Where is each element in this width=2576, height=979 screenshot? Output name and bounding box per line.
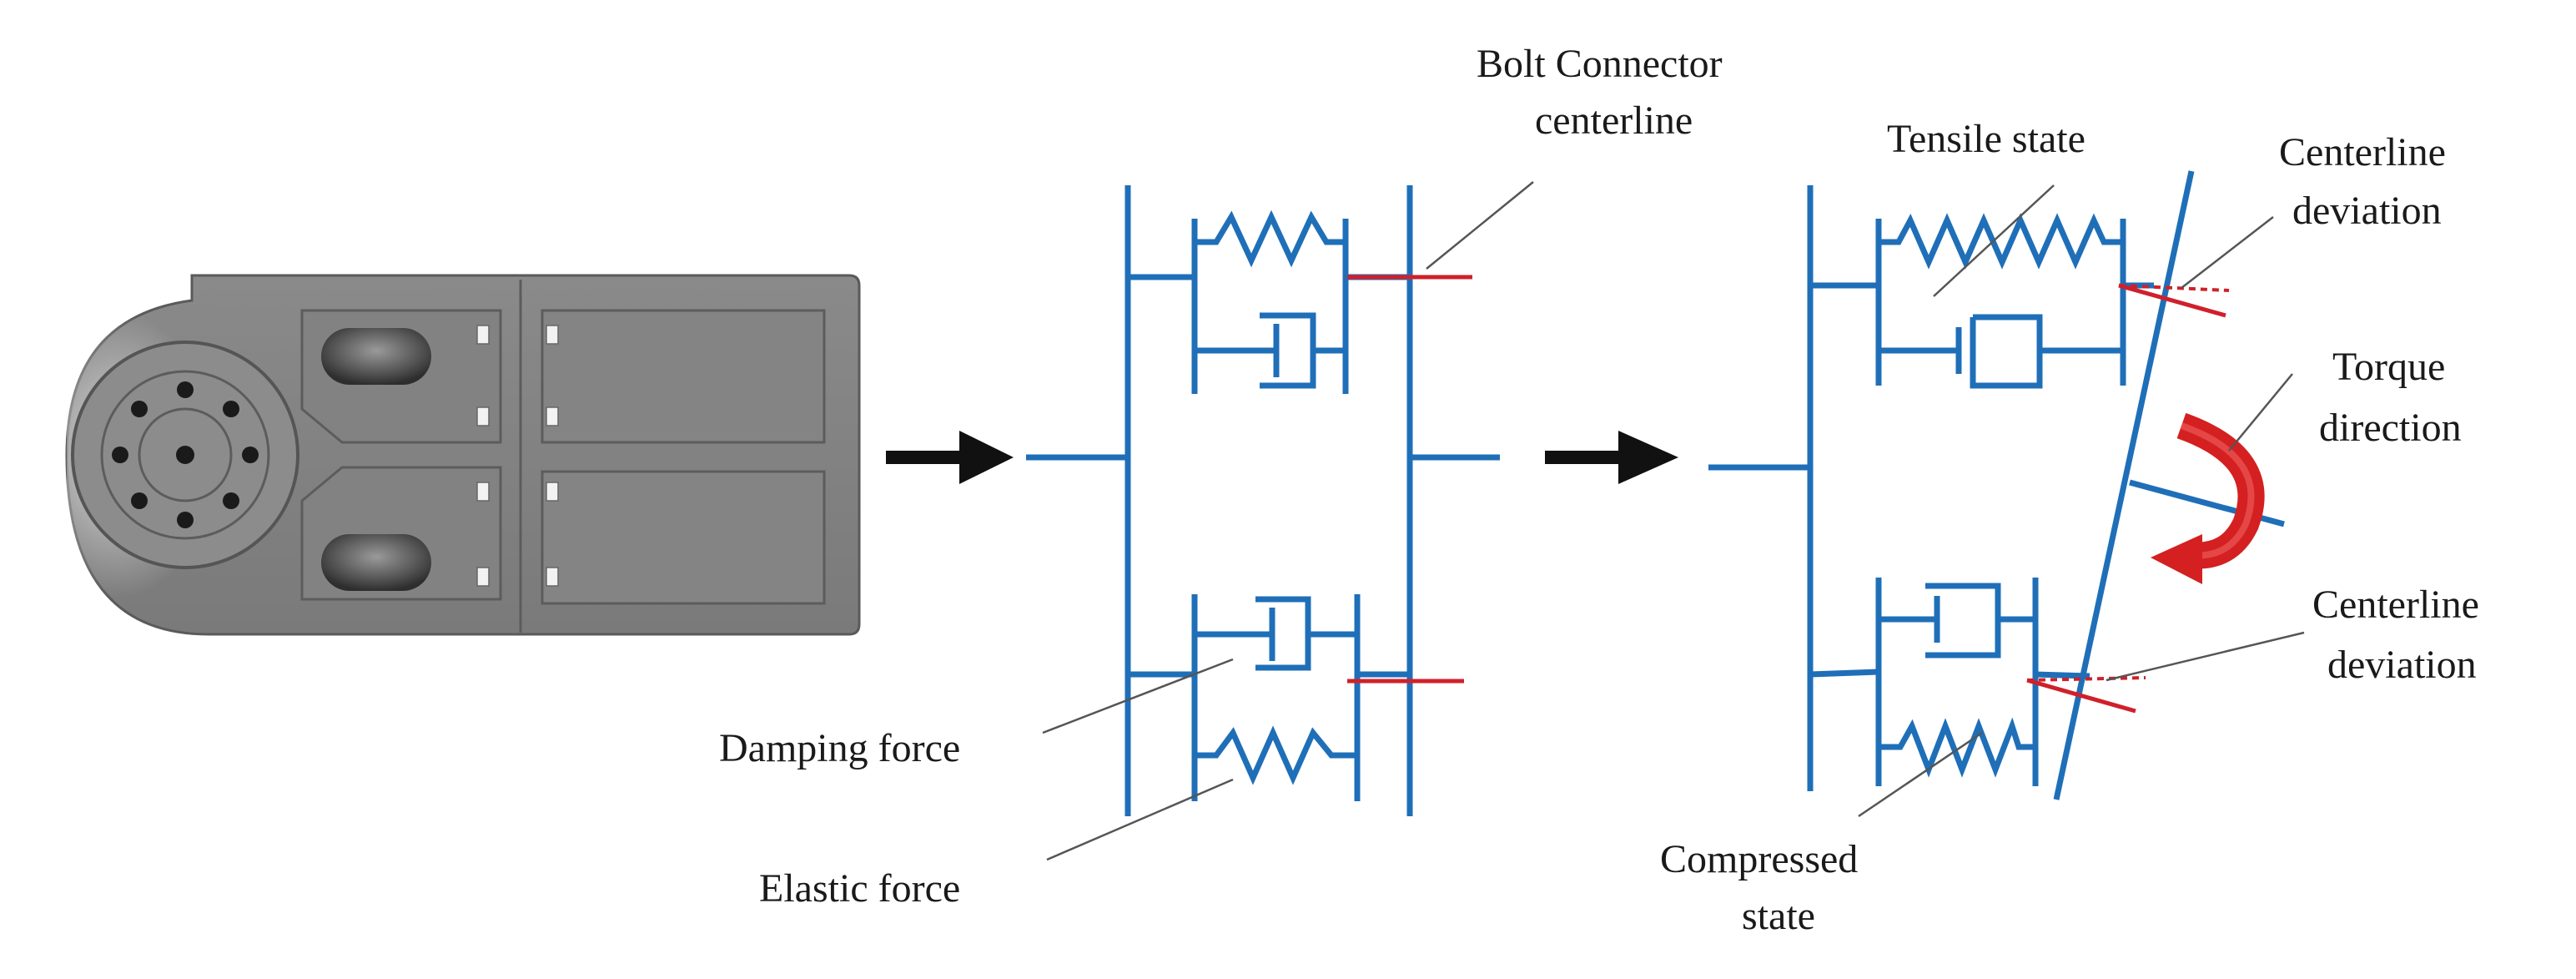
- compressed-state-line2: state: [1742, 894, 1815, 938]
- centerline-deviation-top-line1: Centerline: [2279, 130, 2446, 174]
- centerline-deviation-top-line2: deviation: [2292, 189, 2442, 233]
- transition-arrow-1: [886, 431, 1014, 484]
- compressed-state-line1: Compressed: [1660, 837, 1858, 881]
- damping-force-label: Damping force: [719, 726, 960, 770]
- torque-arrow: [2151, 412, 2265, 584]
- spring-bottom: [1195, 725, 1357, 785]
- torque-direction-line1: Torque: [2332, 345, 2445, 389]
- equivalent-model-deformed: [1708, 170, 2285, 800]
- damper-tensile: [1970, 314, 2043, 389]
- leader-lines: [1042, 181, 2305, 861]
- transition-arrow-2: [1545, 431, 1678, 484]
- tensile-state-label: Tensile state: [1887, 117, 2085, 161]
- spring-top: [1195, 209, 1346, 268]
- torque-direction-line2: direction: [2319, 406, 2462, 450]
- spring-compressed: [1879, 717, 2035, 778]
- bolt-connector-label-line1: Bolt Connector: [1477, 42, 1723, 86]
- centerline-deviation-bottom-line2: deviation: [2327, 643, 2477, 687]
- elastic-force-label: Elastic force: [759, 866, 960, 911]
- centerline-deviation-bottom-line1: Centerline: [2312, 583, 2479, 627]
- bracket-model-image: [65, 274, 868, 636]
- bolt-connector-label-line2: centerline: [1535, 98, 1693, 143]
- spring-tensile: [1879, 213, 2123, 270]
- equivalent-model-undeformed: [1026, 185, 1500, 816]
